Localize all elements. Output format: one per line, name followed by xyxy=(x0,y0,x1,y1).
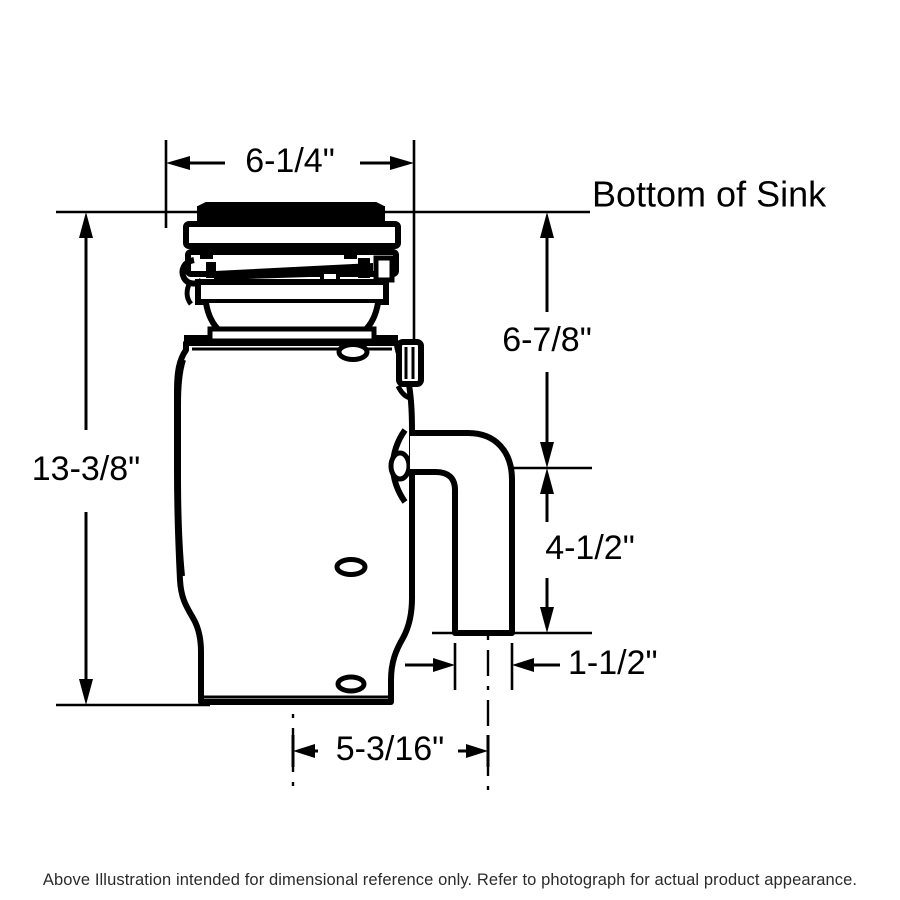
clip-tail-left xyxy=(184,280,194,306)
boss-lower xyxy=(335,674,367,694)
arrowhead-up xyxy=(79,212,93,238)
mounting-assembly xyxy=(179,202,401,344)
arrowhead-left xyxy=(512,658,534,672)
dim-label-overall-height: 13-3/8" xyxy=(32,450,140,488)
mount-screw-right xyxy=(344,245,357,259)
side-tab xyxy=(395,339,424,401)
dim-label-sink-to-outlet: 6-7/8" xyxy=(502,321,592,359)
side-tab-body xyxy=(396,339,424,387)
arrowhead-down xyxy=(79,679,93,705)
mount-screw-left xyxy=(200,245,213,259)
sink-flange-lip xyxy=(197,202,385,208)
bottom-of-sink-callout: Bottom of Sink xyxy=(592,174,827,215)
latch-block-right xyxy=(373,255,395,283)
body-left-seam xyxy=(177,359,186,577)
arrowhead-up xyxy=(540,212,554,238)
mount-post-left xyxy=(206,262,216,278)
dim-outlet-drop: 4-1/2" xyxy=(540,468,635,633)
upper-mounting-ring xyxy=(183,221,401,249)
dim-sink-to-outlet: 6-7/8" xyxy=(502,212,592,468)
dim-label-outlet-diameter: 1-1/2" xyxy=(568,644,658,682)
arrowhead-left xyxy=(166,156,190,170)
dim-label-width-top: 6-1/4" xyxy=(245,142,335,180)
boss-upper xyxy=(336,342,370,362)
sink-flange-gasket xyxy=(197,206,385,221)
discharge-port-bore xyxy=(388,450,412,482)
arrowhead-down xyxy=(540,442,554,468)
arrowhead-up xyxy=(540,468,554,494)
footnote-text: Above Illustration intended for dimensio… xyxy=(42,871,858,889)
dim-center-to-outlet: 5-3/16" xyxy=(291,730,490,768)
body-bosses xyxy=(334,342,370,694)
dim-outlet-diameter: 1-1/2" xyxy=(405,643,658,690)
arrowhead-right xyxy=(466,744,488,758)
side-tab-foot xyxy=(395,384,411,401)
boss-middle xyxy=(334,557,368,577)
dim-overall-height: 13-3/8" xyxy=(32,212,140,705)
discharge-elbow xyxy=(410,430,515,636)
body-shell-outline xyxy=(174,340,415,705)
arrowhead-right xyxy=(390,156,414,170)
neck-band xyxy=(207,326,377,344)
dim-label-outlet-drop: 4-1/2" xyxy=(545,529,635,567)
arrowhead-left xyxy=(293,744,315,758)
dim-label-center-to-outlet: 5-3/16" xyxy=(336,730,444,768)
elbow-outline xyxy=(410,430,515,636)
dim-width-top: 6-1/4" xyxy=(166,142,414,180)
lower-collar xyxy=(195,279,389,305)
discharge-port xyxy=(388,428,412,504)
arrowhead-down xyxy=(540,607,554,633)
bottom-of-sink-label: Bottom of Sink xyxy=(592,174,827,215)
disposer-body xyxy=(174,335,415,705)
arrowhead-right xyxy=(433,658,455,672)
